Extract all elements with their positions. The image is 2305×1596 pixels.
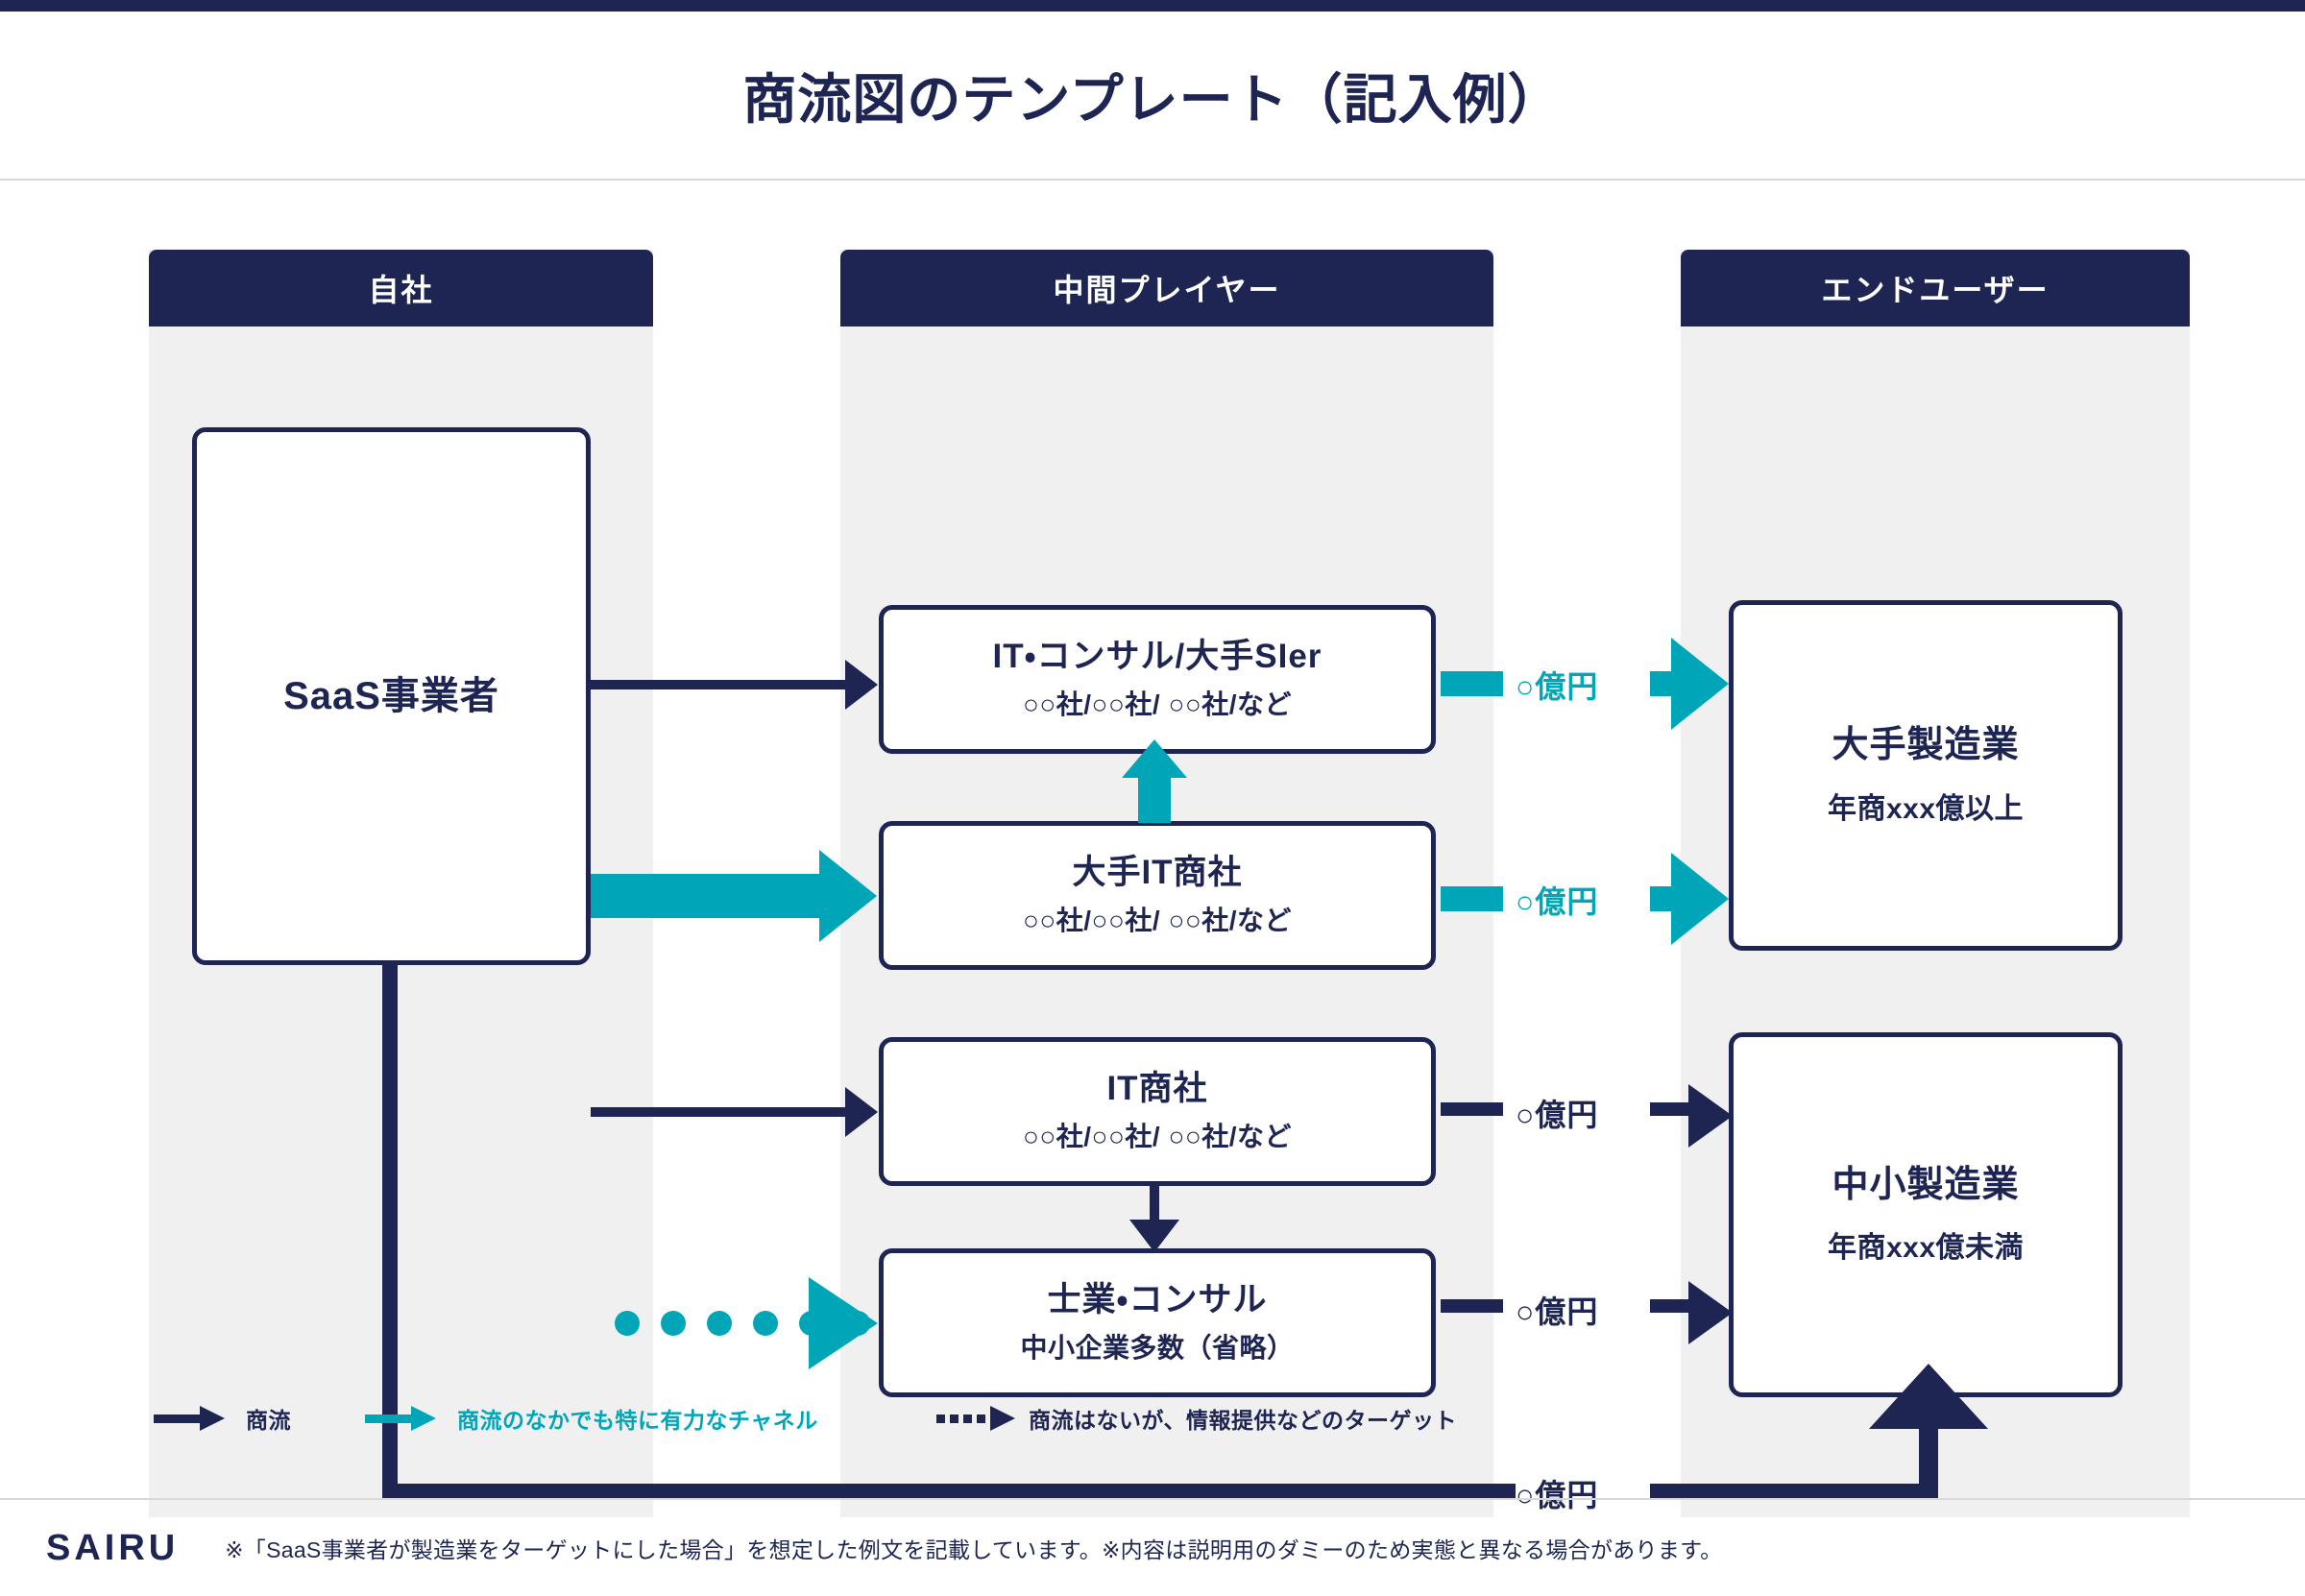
arrow-saas-direct-vertical	[382, 965, 398, 1498]
arrow-right-icon	[365, 1406, 440, 1431]
arrow-saas-direct-riser	[1919, 1421, 1938, 1498]
node-it-consult-sier[interactable]: IT・コンサル/大手SIer ○○社/○○社/ ○○社/など	[879, 605, 1436, 754]
dotted-arrow-right-icon	[936, 1406, 1015, 1431]
top-accent-bar	[0, 0, 2305, 12]
node-sme-manufacturer[interactable]: 中小製造業 年商xxx億未満	[1729, 1032, 2123, 1397]
node-subtitle: ○○社/○○社/ ○○社/など	[1022, 906, 1293, 936]
node-title: 中小製造業	[1832, 1164, 2020, 1205]
arrow-saas-to-sier-head	[845, 660, 878, 710]
money-label-major-it-to-large: ○億円	[1516, 884, 1599, 919]
node-subtitle: 中小企業多数（省略）	[1020, 1333, 1295, 1364]
money-label-sier-to-large: ○億円	[1516, 669, 1599, 704]
arrow-it-to-sme-shaft-b	[1650, 1102, 1693, 1116]
arrow-sier-to-large-head	[1671, 638, 1729, 730]
arrow-major-it-to-sier-head	[1122, 739, 1187, 778]
node-subtitle: ○○社/○○社/ ○○社/など	[1022, 689, 1293, 720]
slide-header: 商流図のテンプレート（記入例）	[0, 12, 2305, 181]
node-large-manufacturer[interactable]: 大手製造業 年商xxx億以上	[1729, 600, 2123, 951]
legend-item-flow: 商流	[154, 1402, 291, 1435]
legend-item-target: 商流はないが、情報提供などのターゲット	[936, 1402, 1457, 1435]
arrow-professional-to-sme-shaft-b	[1650, 1299, 1693, 1313]
legend-item-strong-channel: 商流のなかでも特に有力なチャネル	[365, 1402, 818, 1435]
column-header-end: エンドユーザー	[1681, 250, 2190, 326]
arrow-it-to-professional-shaft	[1150, 1186, 1159, 1234]
arrow-saas-direct-horizontal-b	[1650, 1484, 1938, 1499]
node-saas-vendor[interactable]: SaaS事業者	[192, 427, 591, 965]
column-header-middle: 中間プレイヤー	[840, 250, 1493, 326]
arrow-it-to-professional-head	[1129, 1220, 1179, 1252]
dotted-arrow-dot	[753, 1311, 778, 1336]
dotted-arrow-dot	[661, 1311, 686, 1336]
arrow-professional-to-sme-shaft-a	[1441, 1299, 1503, 1313]
node-major-it-trading[interactable]: 大手IT商社 ○○社/○○社/ ○○社/など	[879, 821, 1436, 970]
money-label-professional-to-sme: ○億円	[1516, 1294, 1599, 1329]
node-subtitle: 年商xxx億未満	[1827, 1232, 2025, 1265]
arrow-sier-to-large-shaft-a	[1441, 671, 1503, 696]
column-header-own: 自社	[149, 250, 653, 326]
arrow-major-it-to-large-shaft-a	[1441, 886, 1503, 911]
arrow-saas-to-major-it-head	[819, 850, 877, 942]
money-label-saas-to-sme: ○億円	[1516, 1478, 1599, 1512]
dotted-arrow-dot	[615, 1311, 640, 1336]
arrow-it-to-sme-shaft-a	[1441, 1102, 1503, 1116]
node-subtitle: 年商xxx億以上	[1827, 792, 2025, 825]
arrow-major-it-to-large-head	[1671, 853, 1729, 945]
slide-footer: SAIRU ※「SaaS事業者が製造業をターゲットにした場合」を想定した例文を記…	[0, 1498, 2305, 1596]
arrow-saas-to-it-head	[845, 1087, 878, 1137]
dotted-arrow-dot	[707, 1311, 732, 1336]
legend-label: 商流	[246, 1408, 291, 1433]
arrow-right-icon	[154, 1406, 229, 1431]
arrow-saas-to-sier-shaft	[591, 680, 850, 689]
node-subtitle: ○○社/○○社/ ○○社/など	[1022, 1122, 1293, 1152]
node-title: SaaS事業者	[283, 675, 499, 717]
footer-note: ※「SaaS事業者が製造業をターゲットにした場合」を想定した例文を記載しています…	[225, 1537, 1723, 1562]
node-professional-consult[interactable]: 士業・コンサル 中小企業多数（省略）	[879, 1248, 1436, 1397]
money-label-it-to-sme: ○億円	[1516, 1098, 1599, 1132]
node-title: 大手製造業	[1832, 725, 2020, 766]
arrow-saas-direct-head	[1869, 1364, 1988, 1429]
legend: 商流 商流のなかでも特に有力なチャネル 商流はないが、情報提供などのターゲット	[0, 1383, 2305, 1469]
node-title: IT商社	[1106, 1070, 1208, 1108]
arrow-professional-to-sme-head	[1688, 1281, 1733, 1344]
brand-logo: SAIRU	[46, 1527, 180, 1568]
arrow-saas-direct-horizontal-a	[382, 1484, 1516, 1499]
node-title: IT・コンサル/大手SIer	[992, 638, 1322, 676]
arrow-saas-to-major-it-shaft	[591, 874, 821, 918]
node-title: 士業・コンサル	[1047, 1281, 1268, 1319]
diagram-canvas: 自社 中間プレイヤー エンドユーザー SaaS事業者 IT・コンサル/大手SIe…	[0, 182, 2305, 1517]
arrow-saas-to-professional-head	[809, 1277, 878, 1369]
node-title: 大手IT商社	[1072, 854, 1243, 892]
arrow-saas-to-it-shaft	[591, 1107, 850, 1117]
node-it-trading[interactable]: IT商社 ○○社/○○社/ ○○社/など	[879, 1037, 1436, 1186]
arrow-it-to-sme-head	[1688, 1084, 1733, 1148]
legend-label: 商流のなかでも特に有力なチャネル	[457, 1408, 818, 1433]
legend-label: 商流はないが、情報提供などのターゲット	[1029, 1408, 1458, 1433]
page-title: 商流図のテンプレート（記入例）	[742, 68, 1563, 130]
